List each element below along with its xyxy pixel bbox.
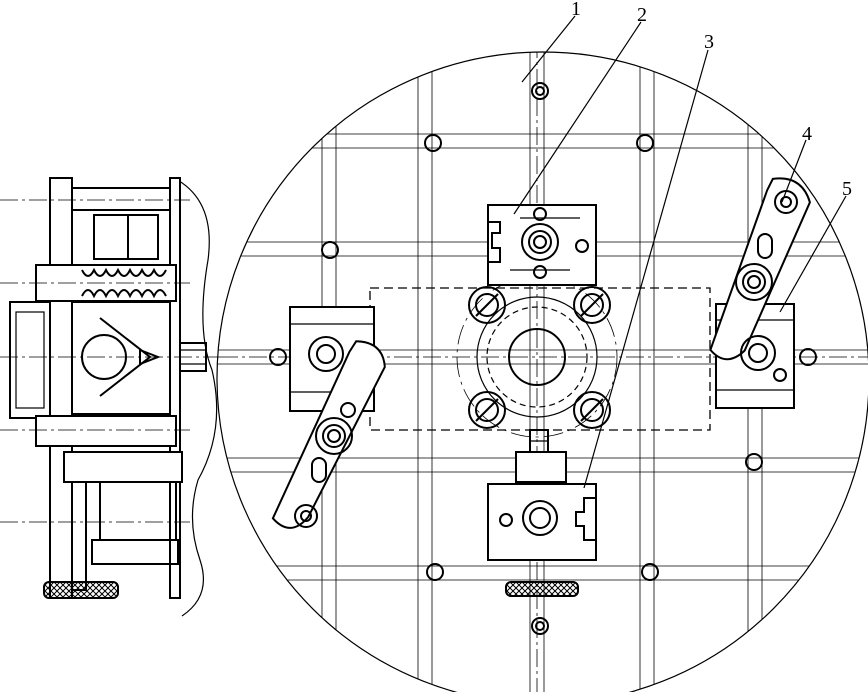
callout-4: 4 xyxy=(802,123,812,145)
left-swing-clamp xyxy=(179,306,386,529)
callouts: 1 2 3 4 5 xyxy=(571,0,852,200)
knurled-knob xyxy=(505,581,579,597)
side-view-assembly xyxy=(0,177,220,617)
circular-table xyxy=(216,51,868,692)
clamp-3 xyxy=(487,429,597,597)
bolt-ring xyxy=(468,286,611,429)
swing-clamp-4 xyxy=(709,177,811,409)
clamp-2 xyxy=(487,204,597,286)
center-workpiece xyxy=(369,276,711,438)
callout-1: 1 xyxy=(571,0,581,20)
center-bore xyxy=(508,328,566,386)
callout-2: 2 xyxy=(637,4,647,26)
callout-3: 3 xyxy=(704,31,714,53)
leader-lines xyxy=(513,15,847,489)
callout-5: 5 xyxy=(842,178,852,200)
